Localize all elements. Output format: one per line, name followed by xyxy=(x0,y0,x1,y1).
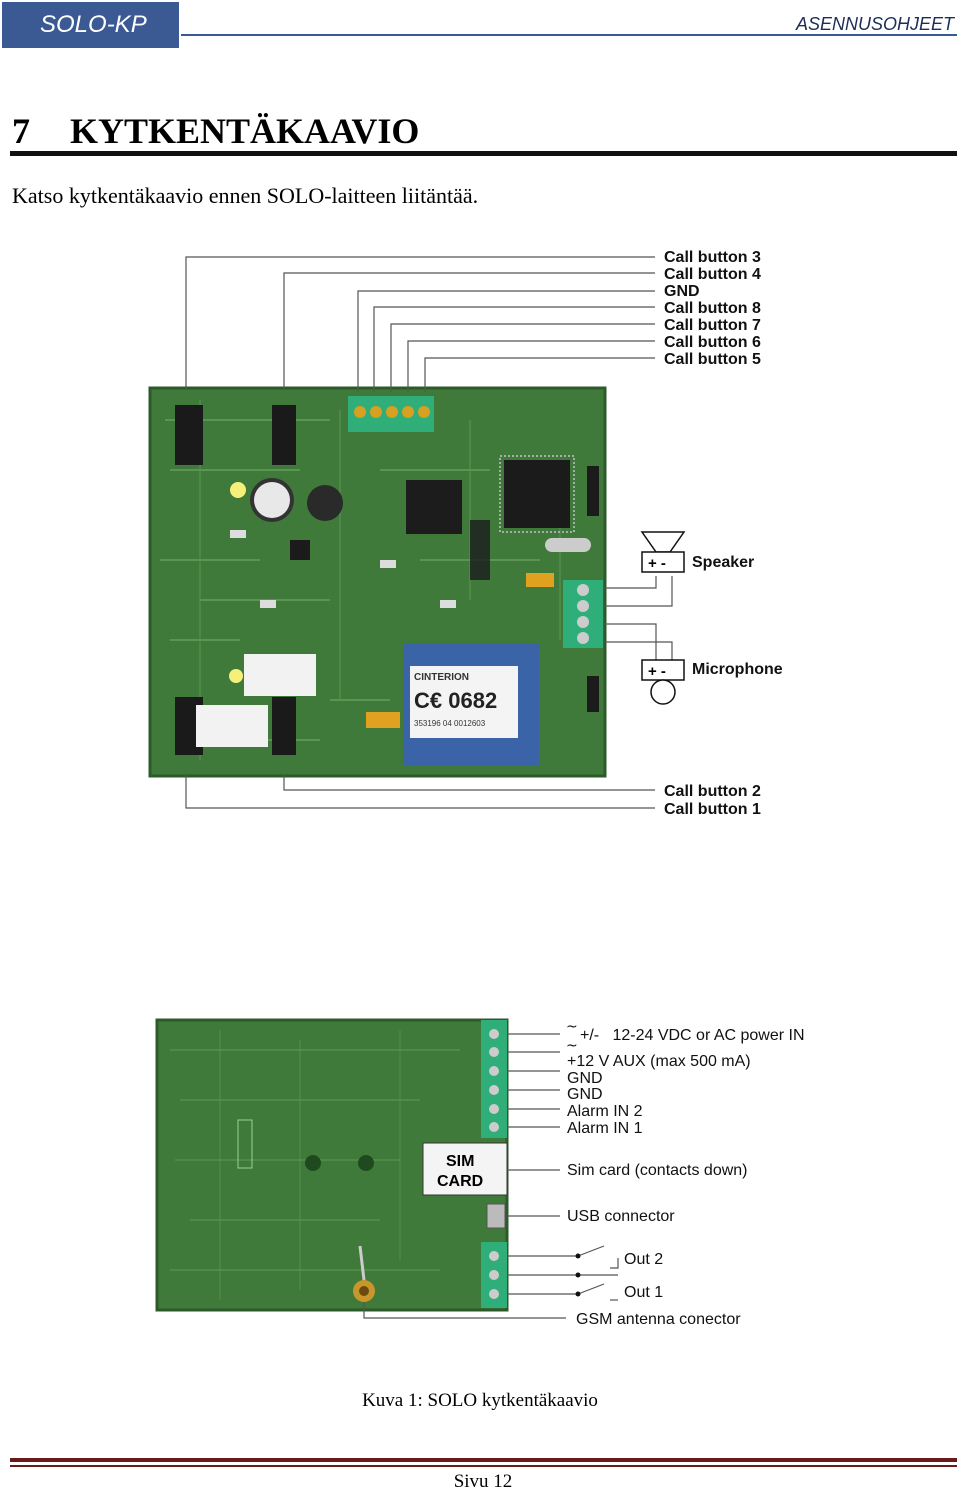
speaker-icon: + - xyxy=(640,531,686,573)
footer-rule-thin xyxy=(10,1465,957,1467)
label-gnd-1: GND xyxy=(567,1070,603,1087)
header-title-box: SOLO-KP xyxy=(2,2,179,48)
section-heading: 7 KYTKENTÄKAAVIO xyxy=(12,110,419,152)
header-rule xyxy=(181,34,957,36)
label-out-2: Out 2 xyxy=(624,1251,663,1268)
label-speaker: Speaker xyxy=(692,554,754,571)
bottom-board-image: SIM CARD xyxy=(155,1018,509,1312)
ac-tilde-icons: ~ ~ xyxy=(566,1019,578,1054)
gsm-module-serial: 353196 04 0012603 xyxy=(414,719,486,728)
heading-rule xyxy=(10,151,957,156)
top-leader-lines xyxy=(185,256,673,809)
label-call-button-8: Call button 8 xyxy=(664,300,761,317)
sim-card-line-2: CARD xyxy=(437,1173,483,1190)
label-call-button-4: Call button 4 xyxy=(664,266,761,283)
figure-caption: Kuva 1: SOLO kytkentäkaavio xyxy=(362,1390,598,1411)
label-call-button-2: Call button 2 xyxy=(664,783,761,800)
microphone-polarity: + - xyxy=(648,663,666,680)
microphone-icon: + - xyxy=(641,659,685,705)
label-call-button-6: Call button 6 xyxy=(664,334,761,351)
intro-paragraph: Katso kytkentäkaavio ennen SOLO-laitteen… xyxy=(12,183,479,208)
label-call-button-3: Call button 3 xyxy=(664,249,761,266)
label-alarm-in-2: Alarm IN 2 xyxy=(567,1103,643,1120)
label-out-1: Out 1 xyxy=(624,1284,663,1301)
label-gnd-top: GND xyxy=(664,283,700,300)
label-call-button-1: Call button 1 xyxy=(664,801,761,818)
header-section-name: ASENNUSOHJEET xyxy=(795,14,954,34)
label-alarm-in-1: Alarm IN 1 xyxy=(567,1120,643,1137)
label-call-button-5: Call button 5 xyxy=(664,351,761,368)
section-title: KYTKENTÄKAAVIO xyxy=(70,111,420,151)
section-number: 7 xyxy=(12,111,30,151)
top-board-image: CINTERION C€ 0682 353196 04 0012603 xyxy=(148,386,607,778)
header-title: SOLO-KP xyxy=(40,11,147,38)
label-usb-connector: USB connector xyxy=(567,1208,675,1225)
page-number: Sivu 12 xyxy=(453,1471,513,1492)
label-gsm-antenna: GSM antenna conector xyxy=(576,1311,741,1328)
bottom-leader-lines xyxy=(363,1033,619,1319)
top-labels: Call button 3 Call button 4 GND Call but… xyxy=(664,249,761,818)
label-power-in: +/- 12-24 VDC or AC power IN xyxy=(580,1027,805,1044)
label-call-button-7: Call button 7 xyxy=(664,317,761,334)
svg-text:~: ~ xyxy=(566,1038,578,1054)
sim-card-line-1: SIM xyxy=(446,1153,474,1170)
gsm-module-brand: CINTERION xyxy=(414,672,469,683)
label-gnd-2: GND xyxy=(567,1086,603,1103)
svg-text:~: ~ xyxy=(566,1019,578,1035)
speaker-polarity: + - xyxy=(648,555,666,572)
label-aux: +12 V AUX (max 500 mA) xyxy=(567,1053,751,1070)
bottom-labels: +/- 12-24 VDC or AC power IN +12 V AUX (… xyxy=(567,1027,805,1328)
label-microphone: Microphone xyxy=(692,661,783,678)
label-sim-card: Sim card (contacts down) xyxy=(567,1162,748,1179)
gsm-module-ce-mark: C€ 0682 xyxy=(414,688,497,713)
footer-rule-thick xyxy=(10,1458,957,1462)
